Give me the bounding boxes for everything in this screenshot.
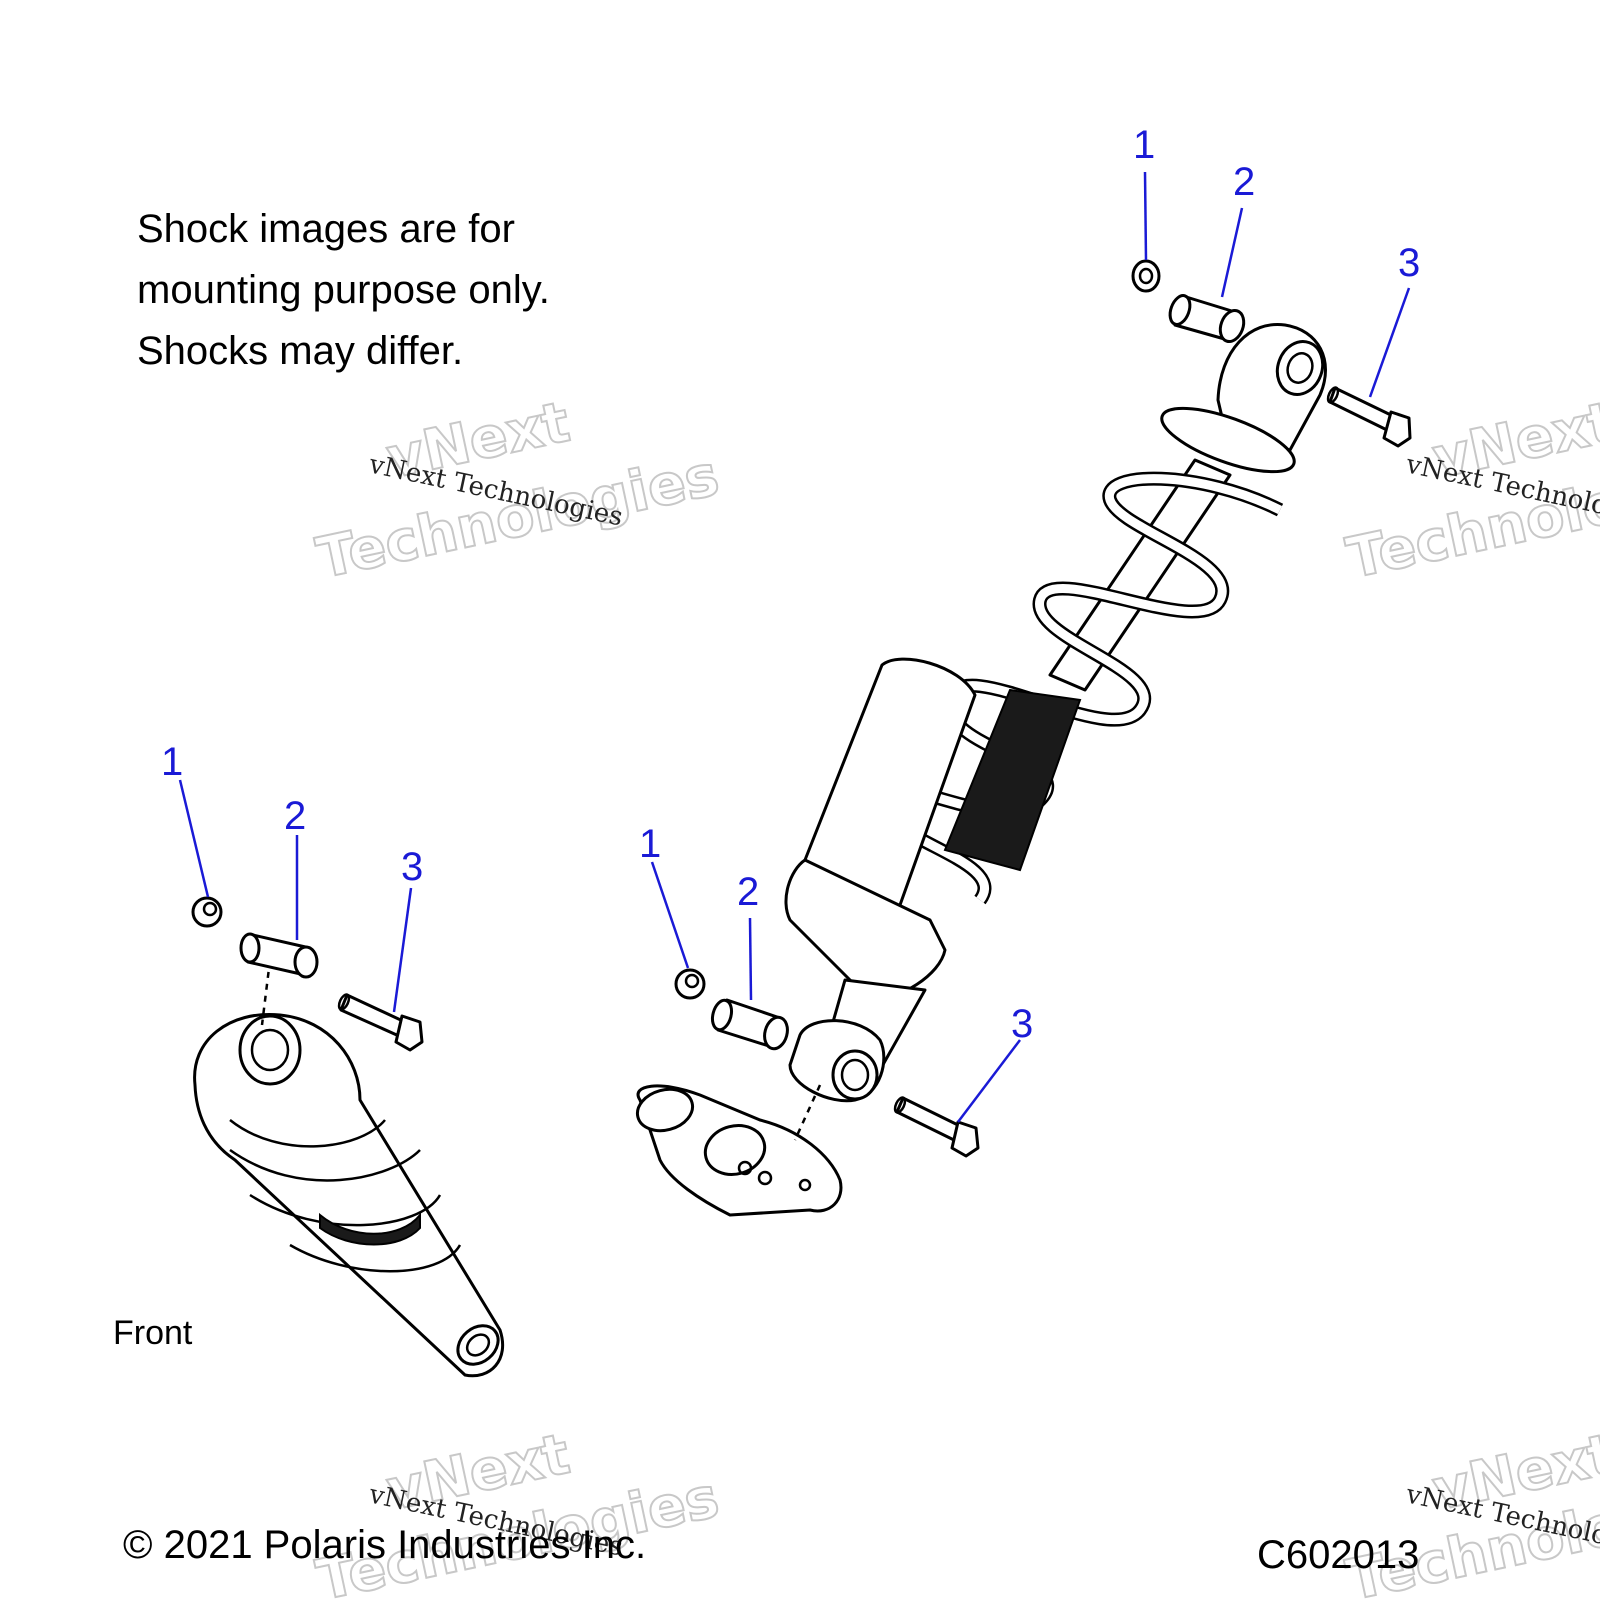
note-line-1: Shock images are for	[137, 207, 515, 251]
watermark-1: vNext Technologies vNext Technologies	[310, 389, 725, 593]
callout-1: 1	[1133, 123, 1155, 167]
callouts-middle: 1 2 3	[639, 822, 1033, 1046]
bolt-icon	[893, 1096, 980, 1158]
note-line-2: mounting purpose only.	[137, 268, 550, 312]
callout-1: 1	[161, 740, 183, 784]
shock-absorber-icon	[784, 322, 1327, 1103]
bushing-icon	[239, 932, 319, 979]
callout-2: 2	[737, 870, 759, 914]
mounting-bracket-icon	[635, 1084, 843, 1217]
top-hardware-set	[1131, 259, 1412, 448]
front-shock-icon	[193, 1012, 505, 1378]
callouts-left: 1 2 3	[161, 740, 423, 889]
bolt-icon	[1326, 386, 1412, 448]
lock-nut-icon	[1131, 259, 1161, 293]
callout-3: 3	[1398, 241, 1420, 285]
callout-leaders	[178, 171, 1411, 1123]
callout-2: 2	[284, 794, 306, 838]
watermark-3: vNext Technologies vNext Technologies	[310, 1421, 725, 1600]
bushing-icon	[710, 998, 789, 1051]
callout-2: 2	[1233, 160, 1255, 204]
dashed-leader-bottom-mount	[793, 1084, 822, 1141]
lock-nut-icon	[674, 968, 706, 1000]
bushing-icon	[1168, 294, 1246, 343]
callout-1: 1	[639, 822, 661, 866]
mounting-note: Shock images are for mounting purpose on…	[137, 207, 550, 373]
note-line-3: Shocks may differ.	[137, 329, 463, 373]
bolt-icon	[337, 993, 424, 1052]
callouts-top: 1 2 3	[1133, 123, 1420, 285]
callout-3: 3	[1011, 1002, 1033, 1046]
left-hardware-set	[191, 896, 424, 1052]
figure-id: C602013	[1257, 1533, 1419, 1577]
lock-nut-icon	[191, 896, 223, 928]
copyright-text: © 2021 Polaris Industries Inc.	[123, 1523, 646, 1567]
front-label: Front	[113, 1314, 193, 1352]
callout-3: 3	[401, 845, 423, 889]
middle-hardware-set	[674, 968, 980, 1158]
